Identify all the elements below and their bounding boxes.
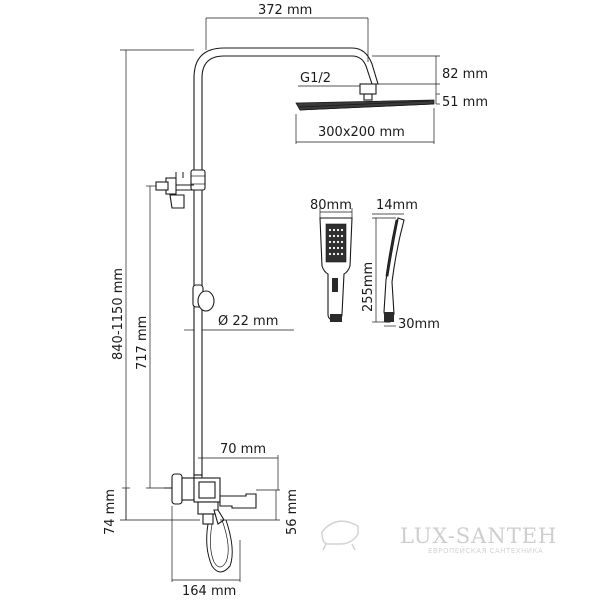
dim-spout-height: 56 mm [220, 489, 300, 535]
bathtub-icon [321, 520, 359, 545]
label-rail-height: 717 mm [135, 316, 150, 370]
label-thread: G1/2 [300, 71, 331, 86]
label-mixer-offset: 70 mm [220, 442, 266, 457]
dim-bottom-height: 74 mm [103, 487, 130, 535]
dim-hand-base: 30mm [384, 317, 440, 332]
label-mixer-width: 164 mm [182, 584, 236, 599]
dim-hand-width: 80mm [310, 198, 353, 218]
dim-total-height: 840-1150 mm [111, 49, 200, 521]
label-pipe-diameter: Ø 22 mm [218, 314, 278, 329]
logo-tagline: ЕВРОПЕЙСКАЯ САНТЕХНИКА [428, 546, 543, 555]
dim-hand-length: 255mm [361, 217, 396, 323]
label-head-size: 300x200 mm [318, 125, 405, 140]
label-arm-length: 372 mm [258, 3, 312, 18]
dim-head-size: 300x200 mm [295, 108, 435, 144]
dim-head-height: 82 mm 51 mm [372, 55, 488, 110]
dim-rail-height: 717 mm [135, 185, 172, 489]
mixer-body [164, 473, 257, 525]
label-head-height: 82 mm [442, 67, 488, 82]
wall-bracket-top [155, 172, 194, 209]
label-hand-length: 255mm [361, 262, 376, 312]
label-head-thickness: 51 mm [442, 95, 488, 110]
dim-mixer-offset: 70 mm [198, 442, 279, 490]
logo-watermark: LUX-SANTEH ЕВРОПЕЙСКАЯ САНТЕХНИКА [321, 520, 557, 555]
rain-shower-head [295, 99, 435, 111]
overhead-arm [193, 47, 379, 176]
vertical-rail [190, 169, 215, 476]
hand-shower-front [319, 217, 353, 322]
logo-name: LUX-SANTEH [400, 524, 557, 548]
label-hand-thickness: 14mm [376, 198, 418, 213]
dim-pipe-diameter: Ø 22 mm [184, 314, 294, 331]
label-spout-height: 56 mm [285, 489, 300, 535]
dim-mixer-width: 164 mm [171, 506, 241, 599]
dim-hand-thickness: 14mm [372, 198, 418, 215]
label-total-height: 840-1150 mm [111, 268, 126, 360]
dim-thread: G1/2 [298, 71, 360, 87]
label-hand-width: 80mm [310, 198, 352, 213]
label-hand-base: 30mm [398, 317, 440, 332]
dim-arm-length: 372 mm [205, 3, 369, 62]
head-connector [359, 83, 377, 101]
label-bottom-height: 74 mm [103, 489, 118, 535]
hand-shower-side [383, 217, 405, 323]
